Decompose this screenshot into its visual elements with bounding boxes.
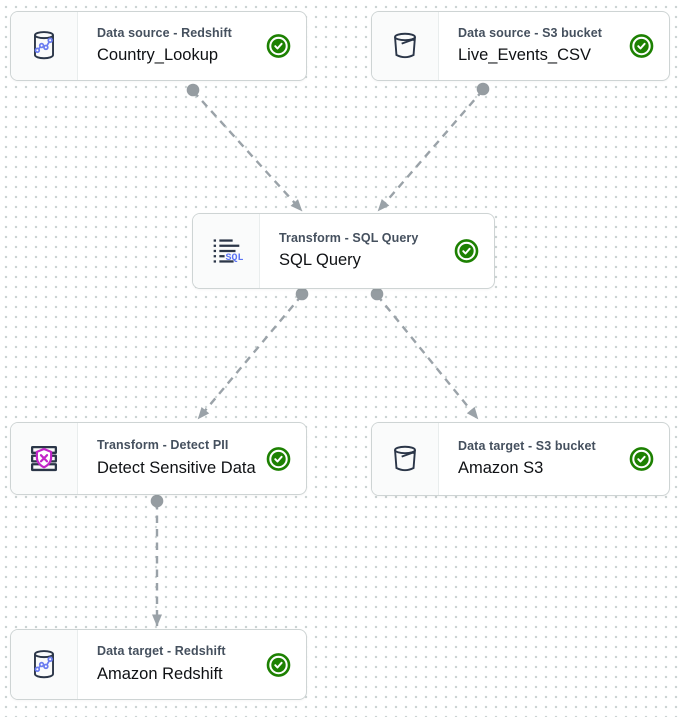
success-status-icon — [266, 652, 291, 677]
output-port-live-events-csv[interactable] — [476, 82, 490, 96]
node-body: Data target - Redshift Amazon Redshift — [78, 630, 306, 699]
node-icon-section — [372, 423, 439, 495]
node-icon-section — [11, 423, 78, 494]
edge-sql-query-to-amazon-s3[interactable] — [376, 294, 479, 420]
output-port-detect-sensitive-data[interactable] — [150, 494, 164, 508]
node-amazon-redshift[interactable]: Data target - Redshift Amazon Redshift — [10, 629, 307, 700]
output-port-sql-query-left[interactable] — [295, 287, 309, 301]
node-icon-section — [372, 12, 439, 80]
node-detect-sensitive-data[interactable]: Transform - Detect PII Detect Sensitive … — [10, 422, 307, 495]
redshift-database-icon — [34, 649, 54, 678]
node-type-label: Transform - SQL Query — [279, 230, 419, 245]
node-sql-query[interactable]: SQL Transform - SQL Query SQL Query — [192, 213, 495, 289]
output-port-country-lookup[interactable] — [186, 83, 200, 97]
node-icon-section: SQL — [193, 214, 260, 288]
success-status-icon — [629, 34, 654, 59]
node-body: Transform - Detect PII Detect Sensitive … — [78, 423, 306, 494]
node-body: Transform - SQL Query SQL Query — [260, 214, 494, 288]
node-type-label: Data target - Redshift — [97, 644, 226, 659]
sql-transform-icon: SQL — [213, 239, 244, 263]
redshift-database-icon — [34, 31, 54, 60]
node-type-label: Data source - S3 bucket — [458, 25, 603, 40]
node-amazon-s3[interactable]: Data target - S3 bucket Amazon S3 — [371, 422, 670, 496]
edge-country-lookup-to-sql-query[interactable] — [192, 90, 303, 212]
node-type-label: Data target - S3 bucket — [458, 438, 596, 453]
node-name: Live_Events_CSV — [458, 46, 591, 65]
detect-pii-icon — [30, 445, 58, 471]
node-icon-section — [11, 630, 78, 699]
node-name: Amazon Redshift — [97, 664, 223, 683]
node-body: Data source - Redshift Country_Lookup — [78, 12, 306, 80]
success-status-icon — [266, 446, 291, 471]
s3-bucket-icon — [394, 445, 416, 472]
success-status-icon — [629, 447, 654, 472]
node-name: Country_Lookup — [97, 46, 219, 65]
node-type-label: Transform - Detect PII — [97, 438, 229, 453]
output-port-sql-query-right[interactable] — [370, 287, 384, 301]
success-status-icon — [266, 34, 291, 59]
node-name: Detect Sensitive Data — [97, 458, 256, 477]
node-name: Amazon S3 — [458, 459, 544, 478]
edge-sql-query-to-detect-sensitive-data[interactable] — [197, 294, 303, 420]
node-name: SQL Query — [279, 251, 361, 270]
node-icon-section — [11, 12, 78, 80]
node-type-label: Data source - Redshift — [97, 25, 232, 40]
node-body: Data target - S3 bucket Amazon S3 — [439, 423, 669, 495]
edge-live-events-csv-to-sql-query[interactable] — [377, 89, 484, 212]
node-live-events-csv[interactable]: Data source - S3 bucket Live_Events_CSV — [371, 11, 670, 81]
success-status-icon — [454, 239, 479, 264]
s3-bucket-icon — [394, 32, 416, 59]
node-body: Data source - S3 bucket Live_Events_CSV — [439, 12, 669, 80]
svg-text:SQL: SQL — [226, 252, 244, 263]
node-country-lookup[interactable]: Data source - Redshift Country_Lookup — [10, 11, 307, 81]
